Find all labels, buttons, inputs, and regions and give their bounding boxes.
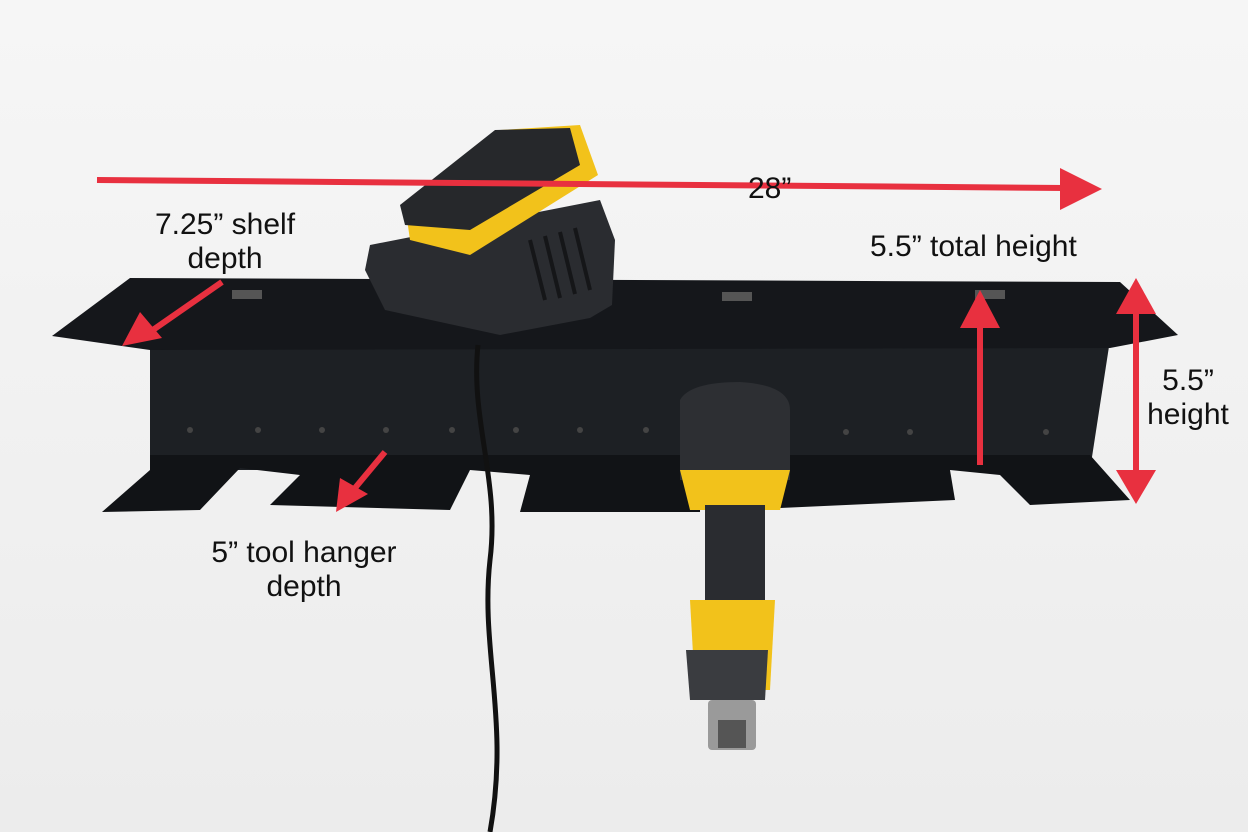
height-line-1: 5.5” xyxy=(1162,364,1214,397)
height-label: 5.5” height xyxy=(1140,364,1236,432)
battery-charger xyxy=(365,125,615,832)
height-line-2: height xyxy=(1147,398,1229,431)
shelf-depth-line-2: depth xyxy=(187,242,263,275)
hanger-depth-line-1: 5” tool hanger xyxy=(211,536,397,569)
hanger-depth-line-2: depth xyxy=(266,570,342,603)
total-height-label: 5.5” total height xyxy=(870,230,1077,263)
shelf-depth-line-1: 7.25” shelf xyxy=(154,208,296,241)
width-label: 28” xyxy=(748,172,792,205)
impact-driver xyxy=(680,382,790,750)
dimension-arrows xyxy=(96,168,1156,512)
shelf xyxy=(52,278,1178,512)
shelf-depth-label: 7.25” shelf depth xyxy=(140,208,310,276)
hanger-depth-label: 5” tool hanger depth xyxy=(192,536,416,604)
